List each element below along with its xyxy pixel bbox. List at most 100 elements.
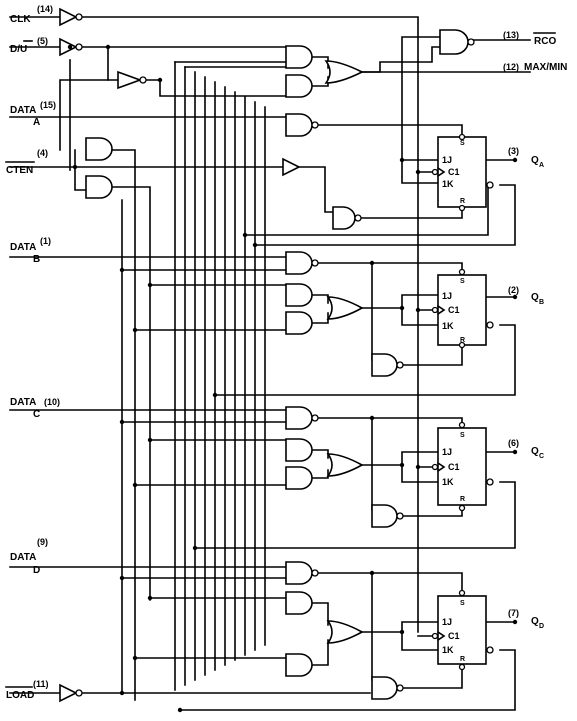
flipflop-a-r: R [460, 198, 465, 205]
flipflop-a-s-bubble [458, 133, 466, 141]
junction [512, 157, 518, 163]
rco-nand-bubble [467, 38, 475, 46]
data-c-sub: C [33, 409, 40, 420]
junction [399, 305, 405, 311]
flipflop-d-r: R [460, 656, 465, 663]
flipflop-a-clock [436, 166, 446, 178]
flipflop-b-r-bubble [458, 341, 466, 349]
clk-label: CLK [10, 14, 31, 25]
stage-a-reset-bubble [354, 214, 362, 222]
gates [59, 7, 475, 703]
data-d-sub: D [33, 565, 40, 576]
stage-d-nand [285, 561, 313, 585]
stage-b-and-2 [285, 311, 313, 335]
cten-stage-a [299, 166, 334, 213]
flipflop-a-k: 1K [442, 179, 454, 189]
flipflop-c-s-bubble [458, 421, 466, 429]
top-and-1 [285, 45, 313, 69]
stage-c-reset-nand [371, 504, 398, 528]
junction [105, 44, 111, 50]
qa-pin: (3) [508, 146, 519, 156]
stage-a-nand [285, 113, 313, 137]
output-labels: (13) RCO (12) MAX/MIN (3) Q A (2) Q B (6… [503, 30, 567, 630]
junction [119, 690, 125, 696]
clk-inverter [59, 7, 78, 27]
junction [147, 437, 153, 443]
du-label: D/U [10, 44, 27, 55]
data-c-pin: (10) [44, 397, 60, 407]
flipflop-d-s: S [460, 600, 465, 607]
rco-label: RCO [534, 36, 556, 47]
flipflop-a-j: 1J [442, 155, 452, 165]
junction [369, 260, 375, 266]
junction [369, 415, 375, 421]
flipflop-c-qbar-bubble [486, 478, 494, 486]
stage-c-jk [361, 451, 443, 483]
data-b-sub: B [33, 254, 40, 265]
junction [119, 419, 125, 425]
inv-du-to-gate [146, 79, 287, 97]
flipflop-d-k: 1K [442, 645, 454, 655]
stage-d-jk [361, 621, 443, 651]
stage-d-reset-nand [371, 676, 398, 700]
qd-feedback [179, 649, 516, 711]
junction [132, 655, 138, 661]
flipflop-b-s: S [460, 278, 465, 285]
data-d-label: DATA [10, 552, 36, 563]
stage-d-reset-bubble [396, 684, 404, 692]
cten-pin: (4) [37, 148, 48, 158]
stage-a-nand-bubble [311, 121, 319, 129]
qb-label: Q [531, 292, 539, 303]
decoder-outputs [111, 149, 151, 701]
data-a-pin: (15) [40, 100, 56, 110]
flipflop-c-j: 1J [442, 447, 452, 457]
flipflop-b-k: 1K [442, 321, 454, 331]
load-pin: (11) [33, 679, 49, 689]
flipflop-d-qbar-bubble [486, 646, 494, 654]
qa-feedback [254, 184, 516, 246]
stage-c-and-2 [285, 466, 313, 490]
top-and-2 [285, 74, 313, 98]
stage-c-set [371, 417, 463, 429]
flipflop-c-c: C1 [448, 462, 460, 472]
du-inverter-2-bubble [139, 76, 147, 84]
data-a-sub: A [33, 117, 40, 128]
flipflop-a: S 1J C1 1K R [417, 133, 494, 212]
maxmin-label: MAX/MIN [524, 62, 567, 73]
flipflop-c-clk-bubble [431, 463, 439, 471]
qc-pin: (6) [508, 438, 519, 448]
qa-sub: A [539, 162, 544, 169]
stage-d-reset [397, 663, 463, 689]
junction [415, 307, 421, 313]
flipflop-b-qbar-bubble [486, 321, 494, 329]
bus-taps-a [149, 284, 287, 599]
stage-c-nand [285, 406, 313, 430]
stage-b-jk [361, 294, 443, 326]
qc-sub: C [539, 453, 544, 460]
flipflop-c-clock [436, 461, 446, 473]
stage-d-and-out [311, 602, 329, 666]
load-inverter-bubble [75, 689, 83, 697]
decoder-and-2 [85, 175, 113, 199]
stage-b-reset [397, 341, 463, 366]
flipflop-b-clock [436, 304, 446, 316]
flipflop-c-r-bubble [458, 504, 466, 512]
junction [72, 164, 78, 170]
flipflop-a-r-bubble [458, 204, 466, 212]
maxmin-pin: (12) [503, 62, 519, 72]
junction [157, 77, 163, 83]
flipflop-d-clk-bubble [431, 632, 439, 640]
junction [132, 482, 138, 488]
junction [67, 44, 73, 50]
junction [132, 327, 138, 333]
stage-d-set [371, 572, 463, 597]
flipflop-a-clk-bubble [431, 168, 439, 176]
junction [177, 707, 183, 713]
junction [242, 232, 248, 238]
stage-b-set [371, 262, 463, 276]
flipflop-b-s-bubble [458, 268, 466, 276]
qd-pin: (7) [508, 608, 519, 618]
load-inverter [59, 683, 78, 703]
flipflop-c-r: R [460, 496, 465, 503]
junction [512, 619, 518, 625]
